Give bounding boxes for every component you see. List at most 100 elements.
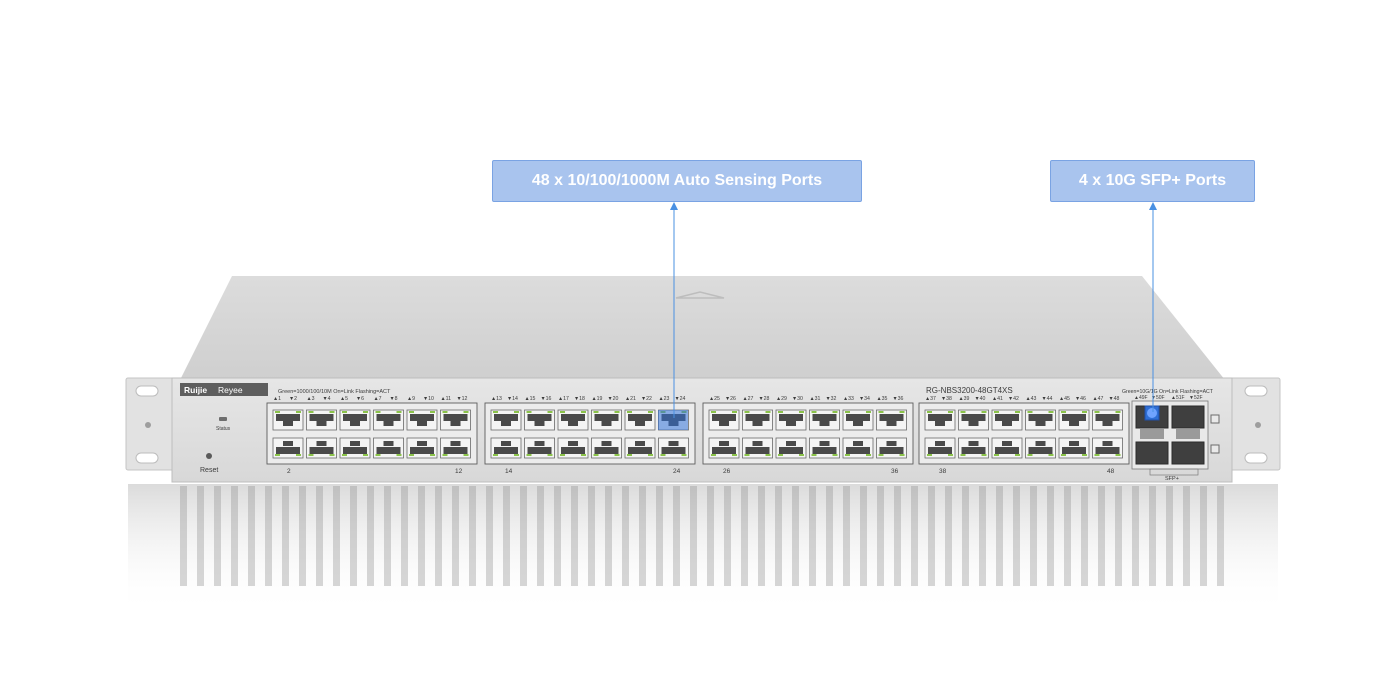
rj45-port[interactable] [876,409,907,431]
reflection-stripe [826,486,833,586]
port-number-label: ▼28 [759,396,770,402]
rj45-port[interactable] [876,437,907,459]
rj45-port[interactable] [924,437,956,459]
rj45-port[interactable] [958,437,989,459]
rj45-port[interactable] [1058,409,1090,431]
rj45-port[interactable] [306,409,337,431]
rj45-port[interactable] [272,409,304,431]
rj45-port[interactable] [924,409,956,431]
reflection-stripe [1149,486,1156,586]
rj45-port[interactable] [591,409,622,431]
reflection-stripe [1132,486,1139,586]
reflection-stripe [1098,486,1105,586]
rj45-port[interactable] [490,437,522,459]
port-number-label: ▼8 [390,396,398,402]
reflection-stripe [486,486,493,586]
rj45-port[interactable] [842,437,874,459]
rj45-port[interactable] [742,437,773,459]
reflection-stripe [299,486,306,586]
rj45-port[interactable] [1092,409,1123,431]
reflection-stripe [401,486,408,586]
port-number-label: ▼4 [323,396,331,402]
reflection-stripe [622,486,629,586]
port-number-label: ▼46 [1075,396,1086,402]
rj45-port[interactable] [775,409,807,431]
brand-badge [180,383,268,396]
group-bottom-label-end: 24 [673,468,681,475]
sfp-led-legend: Green=10G/1G On=Link Flashing=ACT [1122,389,1214,395]
rj45-port[interactable] [373,409,404,431]
rj45-port[interactable] [339,409,371,431]
sfp-port-52[interactable] [1171,441,1205,465]
rj45-port[interactable] [490,409,522,431]
sfp-port-50[interactable] [1135,441,1169,465]
rj45-port[interactable] [708,409,740,431]
sfp-port-label-52: ▼52F [1189,395,1203,401]
rj45-port[interactable] [624,437,656,459]
rj45-port[interactable] [440,409,471,431]
rj45-port[interactable] [1025,437,1056,459]
group-bottom-label-start: 14 [505,468,513,475]
reflection-stripe [877,486,884,586]
rj45-port-highlight [658,410,688,430]
reflection-stripe [741,486,748,586]
reflection-stripe [1166,486,1173,586]
rj45-port[interactable] [557,437,589,459]
rj45-port[interactable] [557,409,589,431]
rj45-port[interactable] [842,409,874,431]
rj45-port[interactable] [406,437,438,459]
rj45-port[interactable] [1025,409,1056,431]
rj45-port[interactable] [1092,437,1123,459]
reset-label: Reset [200,467,218,474]
rj45-port[interactable] [708,437,740,459]
rj45-port[interactable] [440,437,471,459]
port-number-label: ▲21 [625,396,636,402]
model-label: RG-NBS3200-48GT4XS [926,386,1013,395]
rj45-port[interactable] [306,437,337,459]
rj45-port[interactable] [624,409,656,431]
port-number-label: ▲23 [659,396,670,402]
rj45-port[interactable] [809,409,840,431]
rj45-port[interactable] [373,437,404,459]
port-number-label: ▼34 [859,396,870,402]
group-bottom-label-start: 2 [287,468,291,475]
reflection-stripe [928,486,935,586]
rj45-port[interactable] [958,409,989,431]
rj45-port[interactable] [658,437,689,459]
rj45-port[interactable] [339,437,371,459]
reflection-stripe [384,486,391,586]
rj45-port[interactable] [775,437,807,459]
reflection-stripe [435,486,442,586]
sfp-port-51[interactable] [1171,405,1205,429]
rj45-port[interactable] [809,437,840,459]
port-number-label: ▼12 [457,396,468,402]
port-number-label: ▲15 [525,396,536,402]
rj45-port[interactable] [591,437,622,459]
sfp-group-label: SFP+ [1165,476,1179,482]
reflection-stripe [656,486,663,586]
rj45-port[interactable] [406,409,438,431]
console-port[interactable] [1210,414,1220,424]
rj45-port[interactable] [991,409,1023,431]
reflection-stripe [690,486,697,586]
port-number-label: ▲3 [307,396,315,402]
reflection-stripe [962,486,969,586]
port-number-label: ▼26 [725,396,736,402]
port-number-label: ▲47 [1093,396,1104,402]
reflection-stripe [316,486,323,586]
rj45-port[interactable] [524,437,555,459]
rj45-port[interactable] [1058,437,1090,459]
rj45-port[interactable] [742,409,773,431]
reset-button[interactable] [206,453,212,459]
rj45-port[interactable] [524,409,555,431]
port-number-label: ▼10 [423,396,434,402]
rj45-port[interactable] [272,437,304,459]
reflection-stripe [1183,486,1190,586]
port-number-label: ▼44 [1042,396,1053,402]
ports-callout-leader [670,202,678,418]
rj45-port[interactable] [991,437,1023,459]
usb-port[interactable] [1210,444,1220,454]
